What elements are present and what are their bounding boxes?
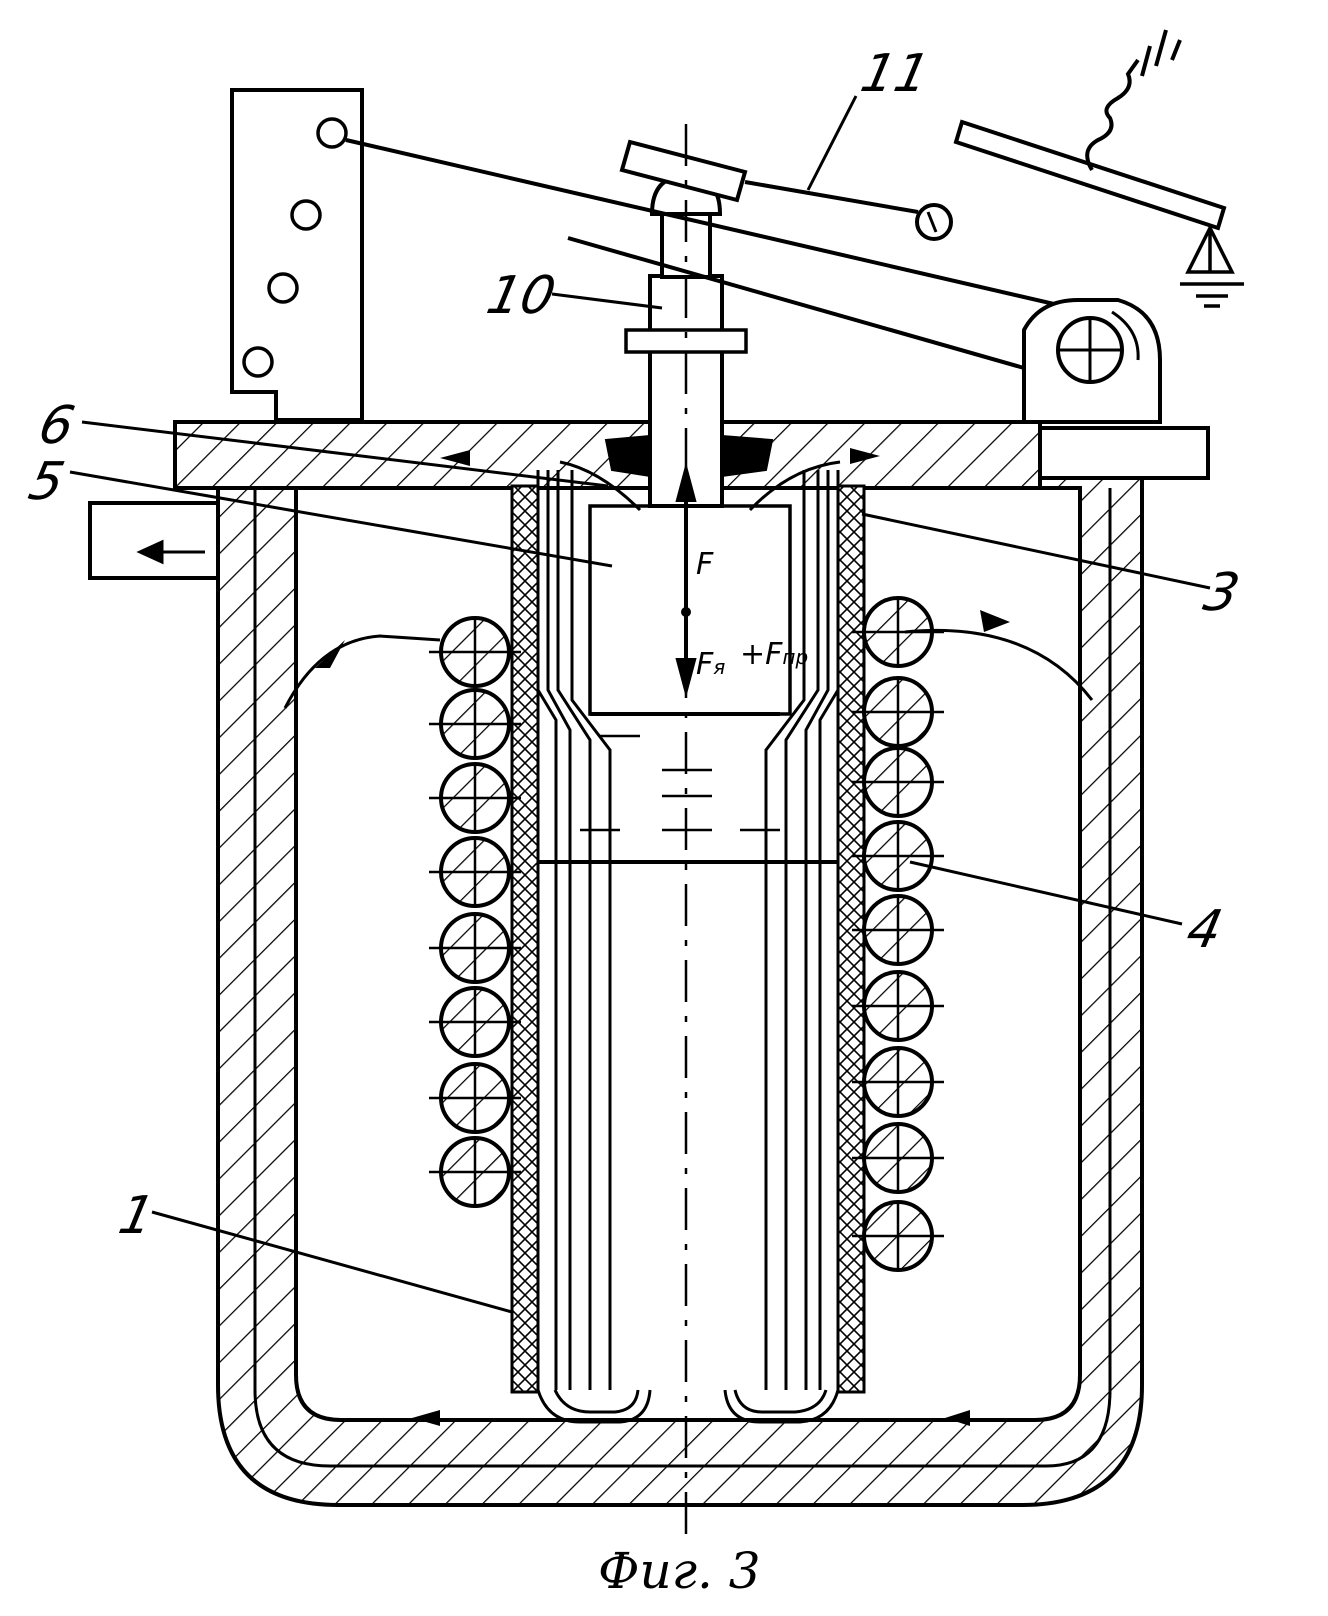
label-part-10: 10 (482, 270, 559, 322)
coil-turn-cross (852, 972, 944, 1040)
coil-turn-cross (429, 1064, 521, 1132)
force-label-f: F (696, 550, 713, 580)
force-label-spring: +Fпр (740, 640, 808, 670)
coil-turn-cross (429, 1138, 521, 1206)
lever-11-pivot (917, 205, 951, 239)
coil-turn-cross (852, 896, 944, 964)
lever-11-arm (745, 182, 918, 212)
coil-turn-cross (852, 748, 944, 816)
force-origin-dot (681, 607, 691, 617)
coil-right (852, 598, 944, 1270)
coil-left (429, 618, 521, 1206)
top-cover-plate (175, 422, 1040, 488)
coil-turn-cross (429, 690, 521, 758)
spring-symbol (1087, 60, 1138, 170)
coil-turn-cross (429, 838, 521, 906)
coil-turn-cross (429, 988, 521, 1056)
force-label-core: Fя (696, 650, 725, 680)
ground-support (1180, 228, 1244, 306)
coil-turn-cross (852, 1202, 944, 1270)
coil-turn-cross (852, 678, 944, 746)
right-cover-stub (1040, 428, 1208, 478)
spring-terminal (1142, 30, 1180, 76)
label-part-11: 11 (856, 48, 933, 100)
left-terminal (90, 503, 218, 578)
sleeve-left-wall (512, 486, 538, 1392)
coil-turn-cross (852, 1048, 944, 1116)
contact-lever (956, 122, 1224, 228)
figure-caption: Фиг. 3 (598, 1546, 761, 1596)
coil-turn-cross (852, 1124, 944, 1192)
bottom-core-flanges (538, 1390, 838, 1422)
sleeve-right-wall (838, 486, 864, 1392)
coil-turn-cross (429, 764, 521, 832)
coil-turn-cross (429, 914, 521, 982)
coil-turn-cross (429, 618, 521, 686)
coil-turn-cross (852, 822, 944, 890)
